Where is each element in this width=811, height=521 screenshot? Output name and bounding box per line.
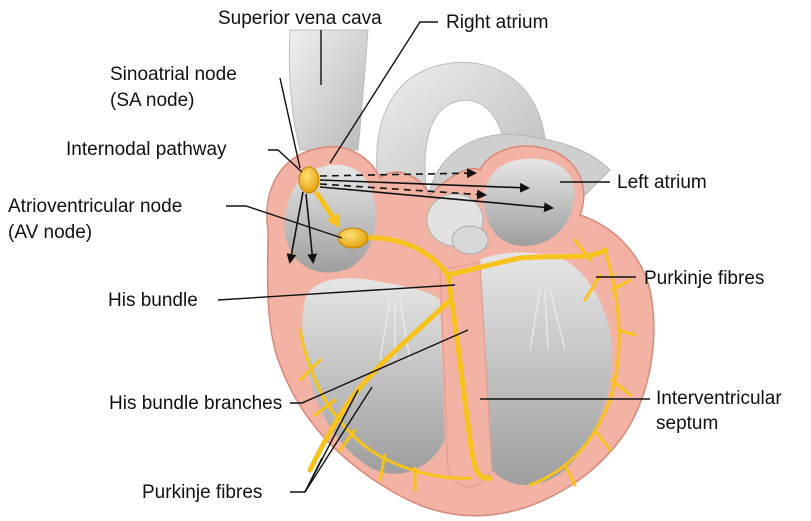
label-purkinje-fibres-bottom: Purkinje fibres	[142, 482, 262, 503]
av-node	[338, 228, 368, 248]
label-his-bundle-branches: His bundle branches	[109, 393, 282, 414]
label-av-node-line2: (AV node)	[8, 222, 92, 243]
label-interventricular-line2: septum	[656, 413, 718, 434]
label-his-bundle: His bundle	[108, 290, 198, 311]
label-internodal-pathway: Internodal pathway	[66, 139, 227, 160]
sa-node	[299, 167, 319, 193]
label-superior-vena-cava: Superior vena cava	[218, 8, 382, 29]
label-sa-node-line1: Sinoatrial node	[110, 64, 237, 85]
label-sa-node-line2: (SA node)	[110, 90, 195, 111]
label-interventricular-line1: Interventricular	[656, 388, 782, 409]
label-left-atrium: Left atrium	[617, 172, 707, 193]
heart-illustration	[267, 30, 654, 516]
label-right-atrium: Right atrium	[446, 12, 548, 33]
superior-vena-cava	[289, 30, 368, 150]
label-av-node-line1: Atrioventricular node	[8, 196, 182, 217]
mitral-valve	[452, 226, 488, 254]
label-purkinje-fibres-right: Purkinje fibres	[644, 268, 764, 289]
